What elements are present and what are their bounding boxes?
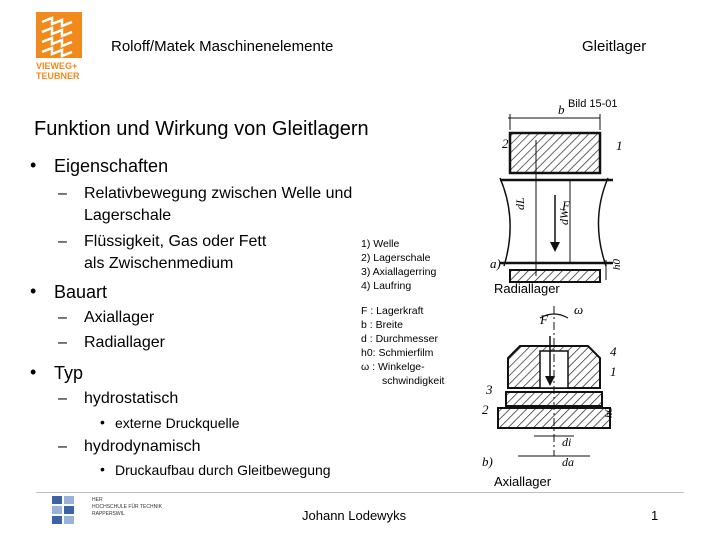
force-label: F	[539, 312, 549, 327]
dash-marker: –	[58, 309, 67, 326]
footer-author: Johann Lodewyks	[302, 508, 407, 523]
legend-item: h0: Schmierfilm	[361, 347, 434, 359]
sub-bullet-text: Flüssigkeit, Gas oder Fett	[84, 233, 267, 250]
legend-item: 4) Laufring	[361, 280, 412, 292]
bullet-eigenschaften: Eigenschaften	[54, 156, 169, 176]
sub-bullet-text: hydrostatisch	[84, 390, 179, 407]
parts-legend: 1) Welle 2) Lagerschale 3) Axiallagerrin…	[361, 237, 436, 293]
dim-label: h0	[603, 407, 615, 419]
sub-bullet-text: Relativbewegung zwischen Welle und	[84, 185, 353, 202]
bullet-marker: •	[30, 362, 37, 382]
dash-marker: –	[58, 334, 67, 351]
figure-part-label: b)	[482, 454, 493, 469]
sub-sub-marker: •	[100, 461, 105, 477]
dim-label: di	[562, 435, 571, 449]
legend-item: b : Breite	[361, 319, 404, 331]
header-topic: Gleitlager	[582, 38, 647, 55]
symbols-legend: F : Lagerkraft b : Breite d : Durchmesse…	[361, 304, 444, 388]
legend-item: ω : Winkelge-	[361, 361, 425, 373]
radial-caption: Radiallager	[494, 281, 560, 296]
figure-part-label: a)	[490, 256, 501, 271]
sub-sub-marker: •	[100, 414, 105, 430]
part-number: 1	[616, 138, 623, 153]
bullet-typ: Typ	[54, 363, 84, 383]
radial-bearing-drawing: b 1 2 F dL dW h0 a)	[490, 102, 623, 283]
legend-item: F : Lagerkraft	[361, 305, 424, 317]
force-label: F	[561, 198, 571, 213]
legend-item: 1) Welle	[361, 238, 400, 250]
dim-label: b	[558, 102, 565, 117]
dim-label: dW	[557, 208, 571, 225]
omega-label: ω	[574, 302, 583, 317]
bullet-marker: •	[30, 281, 37, 301]
legend-item: 2) Lagerschale	[361, 252, 431, 264]
legend-item: schwindigkeit	[382, 375, 445, 387]
logo-text-1: VIEWEG+	[36, 61, 78, 71]
school-logo	[52, 496, 86, 529]
legend-item: 3) Axiallagerring	[361, 266, 437, 278]
header-book-title: Roloff/Matek Maschinenelemente	[111, 38, 334, 55]
dim-label: da	[562, 455, 574, 469]
sub-bullet-text: hydrodynamisch	[84, 438, 201, 455]
sub-sub-bullet-text: Druckaufbau durch Gleitbewegung	[115, 462, 331, 478]
axial-bearing-drawing: ω F 4 1 3 2 h0 di da b)	[482, 302, 617, 469]
school-name-line: HER	[92, 497, 103, 503]
footer-divider	[36, 492, 684, 493]
sub-sub-bullet-text: externe Druckquelle	[115, 415, 240, 431]
bullet-bauart: Bauart	[54, 282, 108, 302]
sub-bullet-text: als Zwischenmedium	[84, 255, 234, 272]
school-logo-icon	[52, 496, 74, 524]
sub-bullet-text: Radiallager	[84, 334, 165, 351]
school-name-line: RAPPERSWIL	[92, 511, 125, 517]
dim-label: dL	[513, 197, 527, 210]
dash-marker: –	[58, 438, 67, 455]
publisher-logo-icon	[36, 12, 82, 58]
school-name-line: HOCHSCHULE FÜR TECHNIK	[92, 504, 162, 510]
dim-label: h0	[611, 259, 623, 271]
part-number: 4	[610, 344, 617, 359]
logo-text-2: TEUBNER	[36, 71, 80, 81]
dash-marker: –	[58, 390, 67, 407]
publisher-logo: VIEWEG+ TEUBNER	[36, 12, 92, 92]
dash-marker: –	[58, 185, 67, 202]
part-number: 3	[485, 382, 493, 397]
bullet-marker: •	[30, 155, 37, 175]
school-name: HER HOCHSCHULE FÜR TECHNIK RAPPERSWIL	[92, 497, 162, 518]
axial-caption: Axiallager	[494, 474, 552, 489]
legend-item: d : Durchmesser	[361, 333, 439, 345]
part-number: 1	[610, 364, 617, 379]
sub-bullet-text: Axiallager	[84, 309, 155, 326]
dash-marker: –	[58, 233, 67, 250]
figure-reference: Bild 15-01	[568, 98, 618, 110]
part-number: 2	[482, 402, 489, 417]
sub-bullet-text: Lagerschale	[84, 207, 172, 224]
part-number: 2	[502, 136, 509, 151]
page-number: 1	[651, 508, 659, 523]
slide-title: Funktion und Wirkung von Gleitlagern	[34, 118, 369, 140]
